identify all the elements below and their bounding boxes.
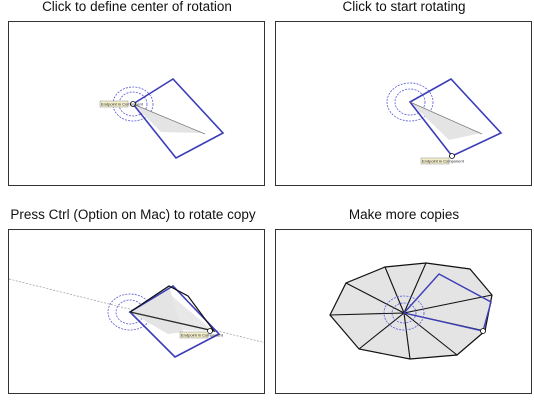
component-face	[130, 286, 183, 334]
component-rectangle	[128, 284, 221, 358]
caption-step-2: Click to start rotating	[342, 0, 466, 14]
endpoint-tooltip	[420, 157, 450, 165]
diagonal-edge	[409, 101, 483, 135]
viewport-step-2[interactable]: Endpoint in Component	[275, 21, 532, 186]
viewport-step-3[interactable]: Endpoint in Component	[8, 229, 265, 394]
rotate-cursor	[207, 328, 213, 334]
protractor-outer	[386, 82, 434, 122]
caption-step-3: Press Ctrl (Option on Mac) to rotate cop…	[10, 207, 256, 222]
diagonal-edge	[129, 311, 215, 332]
viewport-step-1[interactable]: Endpoint in Component	[8, 21, 265, 186]
protractor-inner	[391, 302, 417, 324]
protractor-inner	[118, 91, 148, 117]
rotate-cursor	[449, 153, 455, 159]
viewport-step-4[interactable]	[275, 229, 532, 394]
rotate-cursor	[130, 101, 136, 107]
component-rectangle	[402, 273, 492, 332]
endpoint-tooltip	[99, 100, 129, 108]
endpoint-tooltip	[179, 331, 209, 339]
protractor-inner	[394, 88, 426, 116]
endpoint-tooltip-text: Endpoint in Component	[101, 102, 144, 107]
component-face	[410, 102, 481, 140]
rotate-cursor	[480, 328, 486, 334]
diagonal-edge	[132, 103, 206, 135]
component-rectangle	[131, 77, 225, 160]
endpoint-tooltip-text: Endpoint in Component	[181, 333, 224, 338]
component-rectangle	[408, 77, 503, 157]
endpoint-tooltip-text: Endpoint in Component	[422, 159, 465, 164]
caption-step-1: Click to define center of rotation	[42, 0, 232, 14]
caption-step-4: Make more copies	[348, 207, 460, 222]
decagon-face	[329, 262, 493, 360]
inference-line	[9, 278, 264, 343]
protractor-outer	[383, 295, 425, 331]
